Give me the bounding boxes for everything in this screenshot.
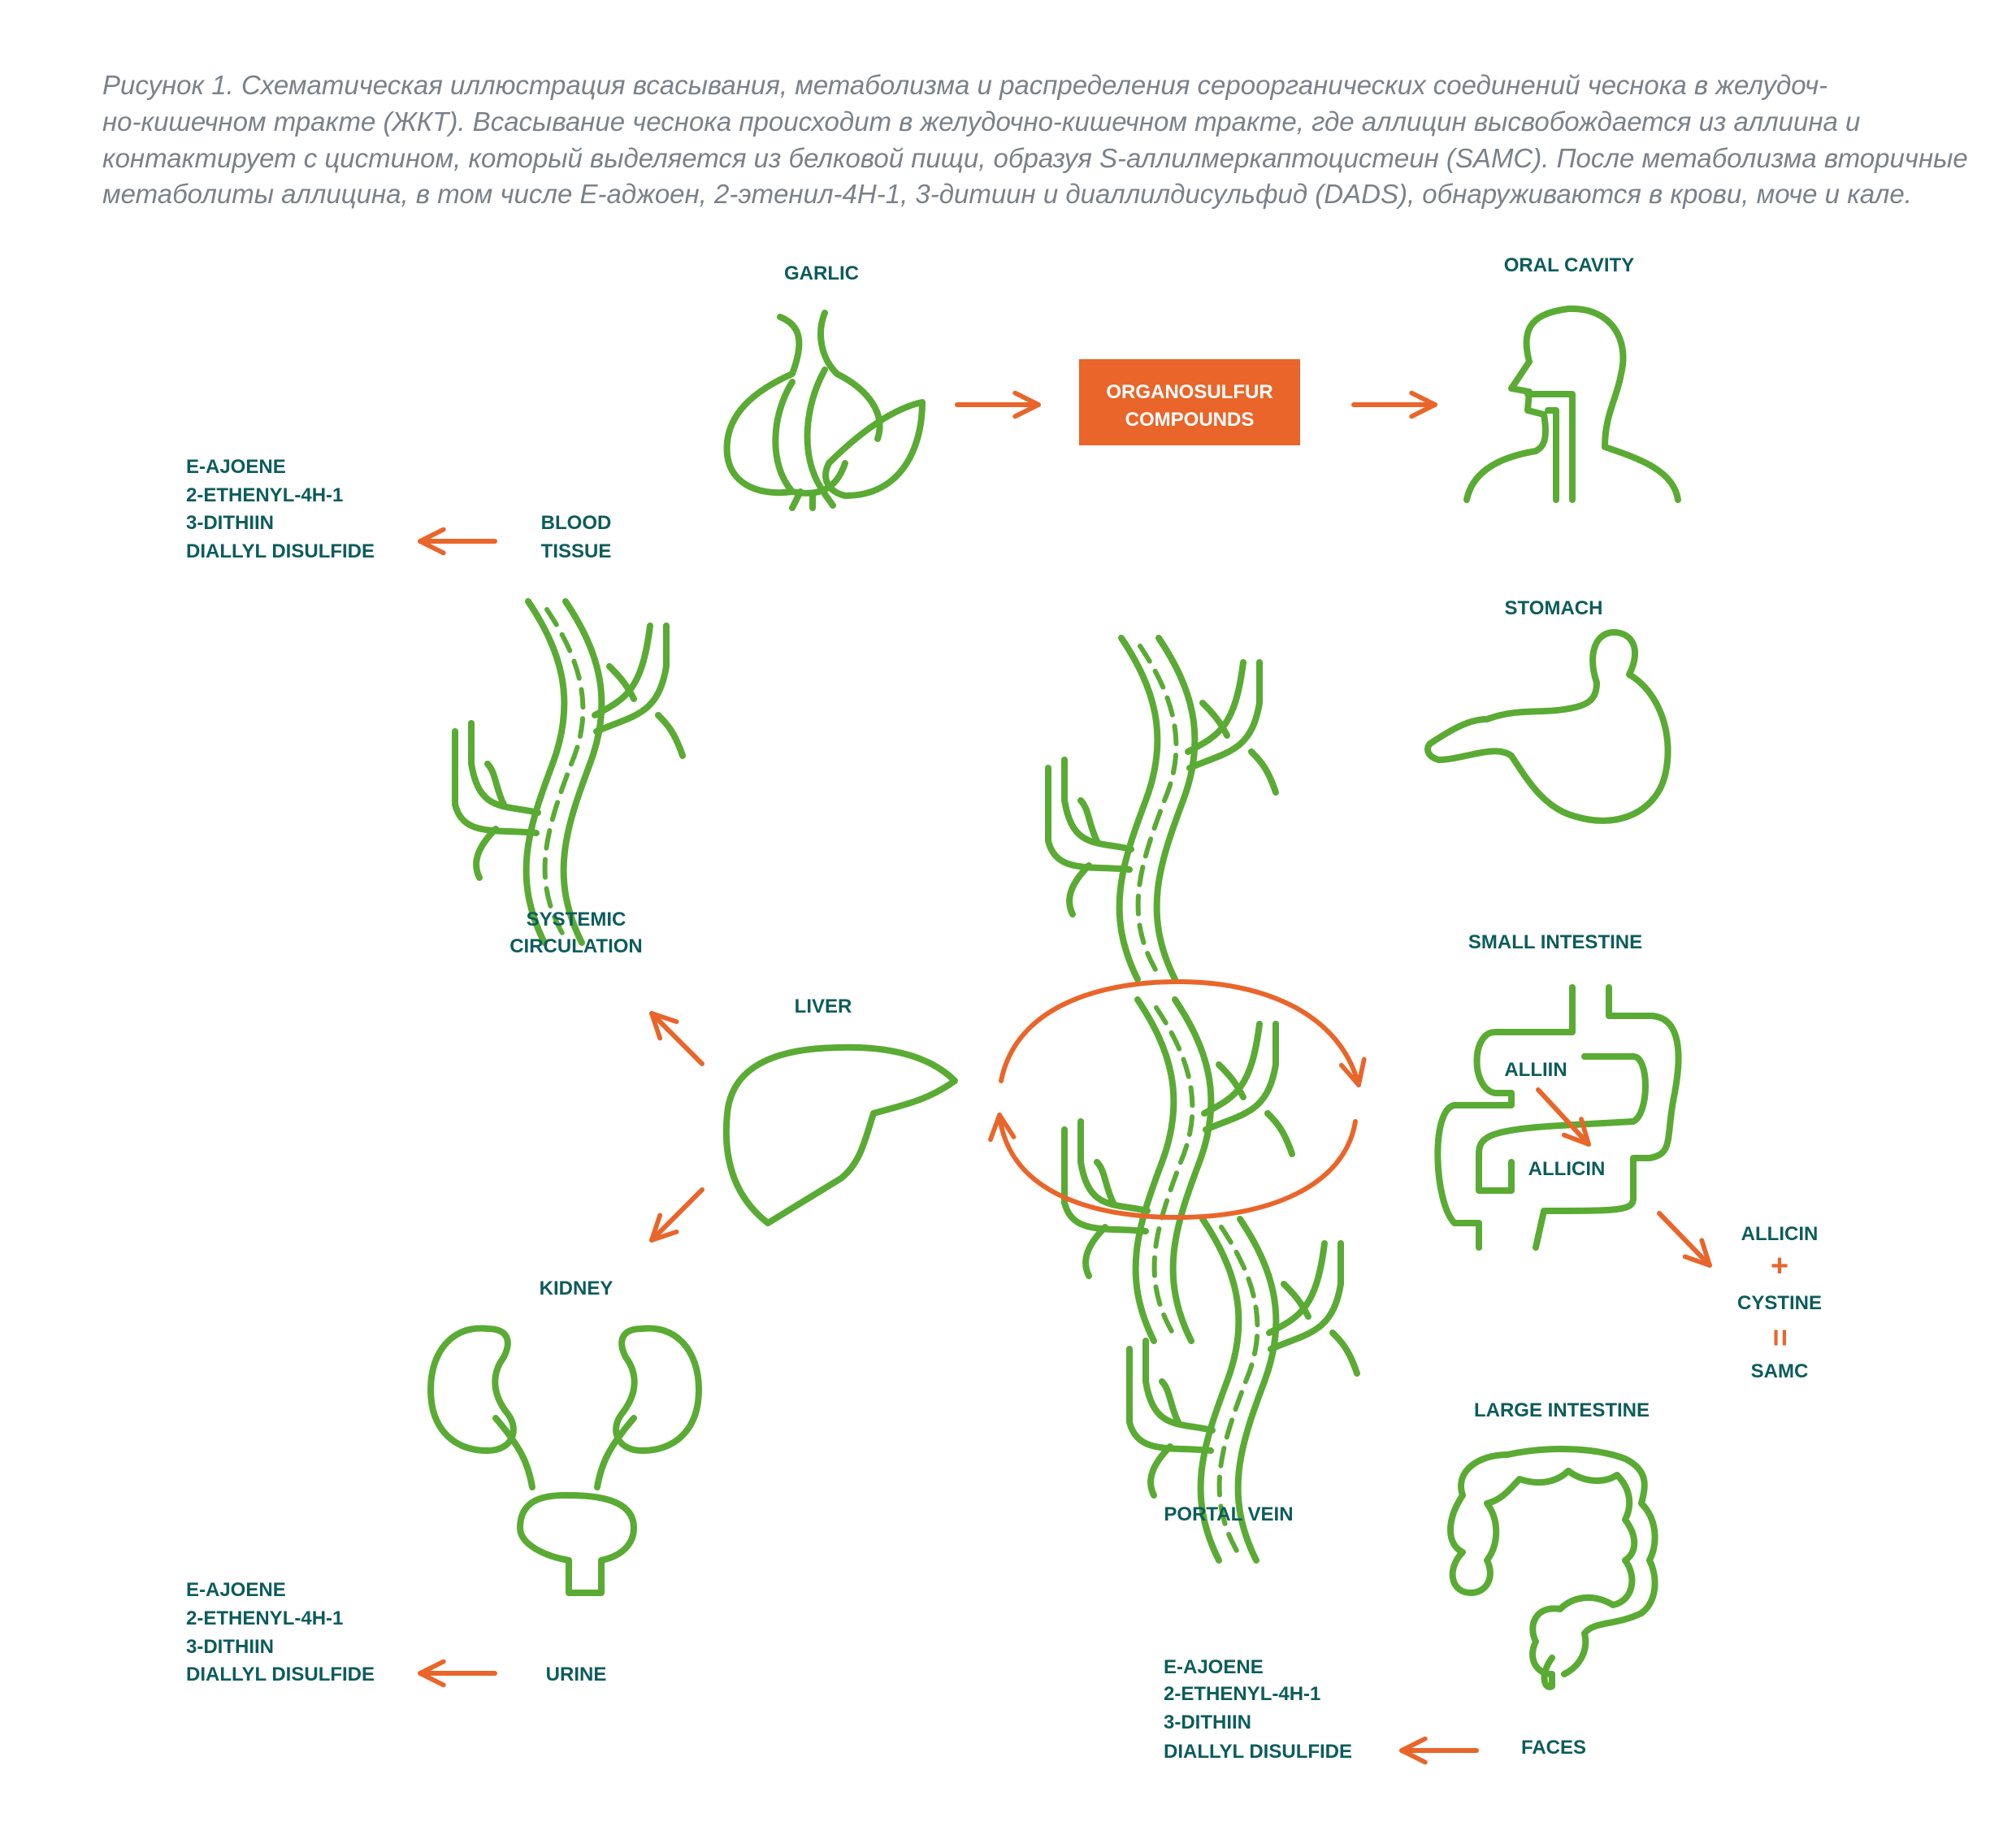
svg-text:E-AJOENE: E-AJOENE [186,456,286,478]
samc-reaction: ALLICIN + CYSTINE = SAMC [1737,1223,1822,1382]
metabolites-faces-list: E-AJOENE 2-ETHENYL-4H-1 3-DITHIIN DIALLY… [1164,1656,1352,1763]
alliin-label: ALLIIN [1504,1059,1567,1081]
cycle-arrow-bottom [988,1113,1358,1220]
svg-text:DIALLYL DISULFIDE: DIALLYL DISULFIDE [1164,1741,1352,1763]
svg-text:3-DITHIIN: 3-DITHIIN [186,512,274,534]
systemic-circulation-label-2: CIRCULATION [509,935,643,957]
head-icon [1463,305,1681,503]
garlic-icon [723,310,926,511]
large-intestine-icon [1447,1446,1658,1690]
kidney-label: KIDNEY [540,1278,613,1299]
stomach-icon [1424,629,1671,824]
liver-label: LIVER [795,996,852,1017]
organosulfur-compounds-box: ORGANOSULFUR COMPOUNDS [1079,359,1300,445]
svg-text:=: = [1762,1329,1797,1347]
svg-text:ALLICIN: ALLICIN [1741,1223,1819,1245]
blood-tissue-label: BLOOD [541,512,612,534]
cycle-arrow-top [999,979,1367,1087]
metabolites-urine-list: E-AJOENE 2-ETHENYL-4H-1 3-DITHIIN DIALLY… [186,1579,375,1685]
garlic-label: GARLIC [784,262,859,284]
blood-tissue-label-2: TISSUE [541,540,612,562]
vessel-middle-icon [1064,1000,1292,1341]
stomach-label: STOMACH [1505,597,1603,619]
vessel-upper-icon [1048,638,1276,979]
arrow-to-reaction [1657,1211,1712,1268]
svg-text:3-DITHIIN: 3-DITHIIN [186,1636,274,1658]
svg-text:DIALLYL DISULFIDE: DIALLYL DISULFIDE [186,540,375,562]
caption-line-4: метаболиты аллицина, в том числе E-аджое… [102,179,1912,209]
kidney-icon [427,1325,702,1596]
small-intestine-icon [1434,984,1682,1251]
svg-text:CYSTINE: CYSTINE [1737,1292,1822,1314]
svg-text:2-ETHENYL-4H-1: 2-ETHENYL-4H-1 [186,1607,343,1629]
caption-line-2: но-кишечном тракте (ЖКТ). Всасывание чес… [102,106,1860,137]
svg-text:DIALLYL DISULFIDE: DIALLYL DISULFIDE [186,1664,375,1685]
blood-vessel-icon [455,601,683,943]
svg-text:SAMC: SAMC [1751,1360,1809,1382]
oral-cavity-label: ORAL CAVITY [1504,254,1634,276]
svg-text:COMPOUNDS: COMPOUNDS [1125,409,1255,431]
svg-text:E-AJOENE: E-AJOENE [186,1579,286,1601]
svg-text:+: + [1771,1249,1788,1283]
arrow-alliin-to-allicin [1536,1087,1591,1147]
systemic-circulation-label: SYSTEMIC [527,909,626,931]
svg-text:2-ETHENYL-4H-1: 2-ETHENYL-4H-1 [186,484,343,506]
large-intestine-label: LARGE INTESTINE [1474,1399,1650,1421]
svg-text:2-ETHENYL-4H-1: 2-ETHENYL-4H-1 [1164,1683,1320,1705]
svg-text:E-AJOENE: E-AJOENE [1164,1656,1264,1678]
small-intestine-label: SMALL INTESTINE [1468,931,1642,953]
urine-label: URINE [546,1664,607,1685]
svg-text:ORGANOSULFUR: ORGANOSULFUR [1106,381,1272,403]
liver-icon [722,1043,958,1226]
arrow-liver-to-systemic [649,1011,705,1066]
svg-text:3-DITHIIN: 3-DITHIIN [1164,1711,1251,1733]
faces-label: FACES [1521,1737,1586,1759]
arrow-liver-to-kidney [649,1187,705,1243]
caption-line-1: Рисунок 1. Схематическая иллюстрация вса… [102,70,1827,100]
metabolites-blood-list: E-AJOENE 2-ETHENYL-4H-1 3-DITHIIN DIALLY… [186,456,375,562]
caption-line-3: контактирует с цистином, который выделяе… [102,143,1968,173]
allicin-label: ALLICIN [1528,1158,1606,1180]
portal-vein-label: PORTAL VEIN [1164,1503,1293,1525]
